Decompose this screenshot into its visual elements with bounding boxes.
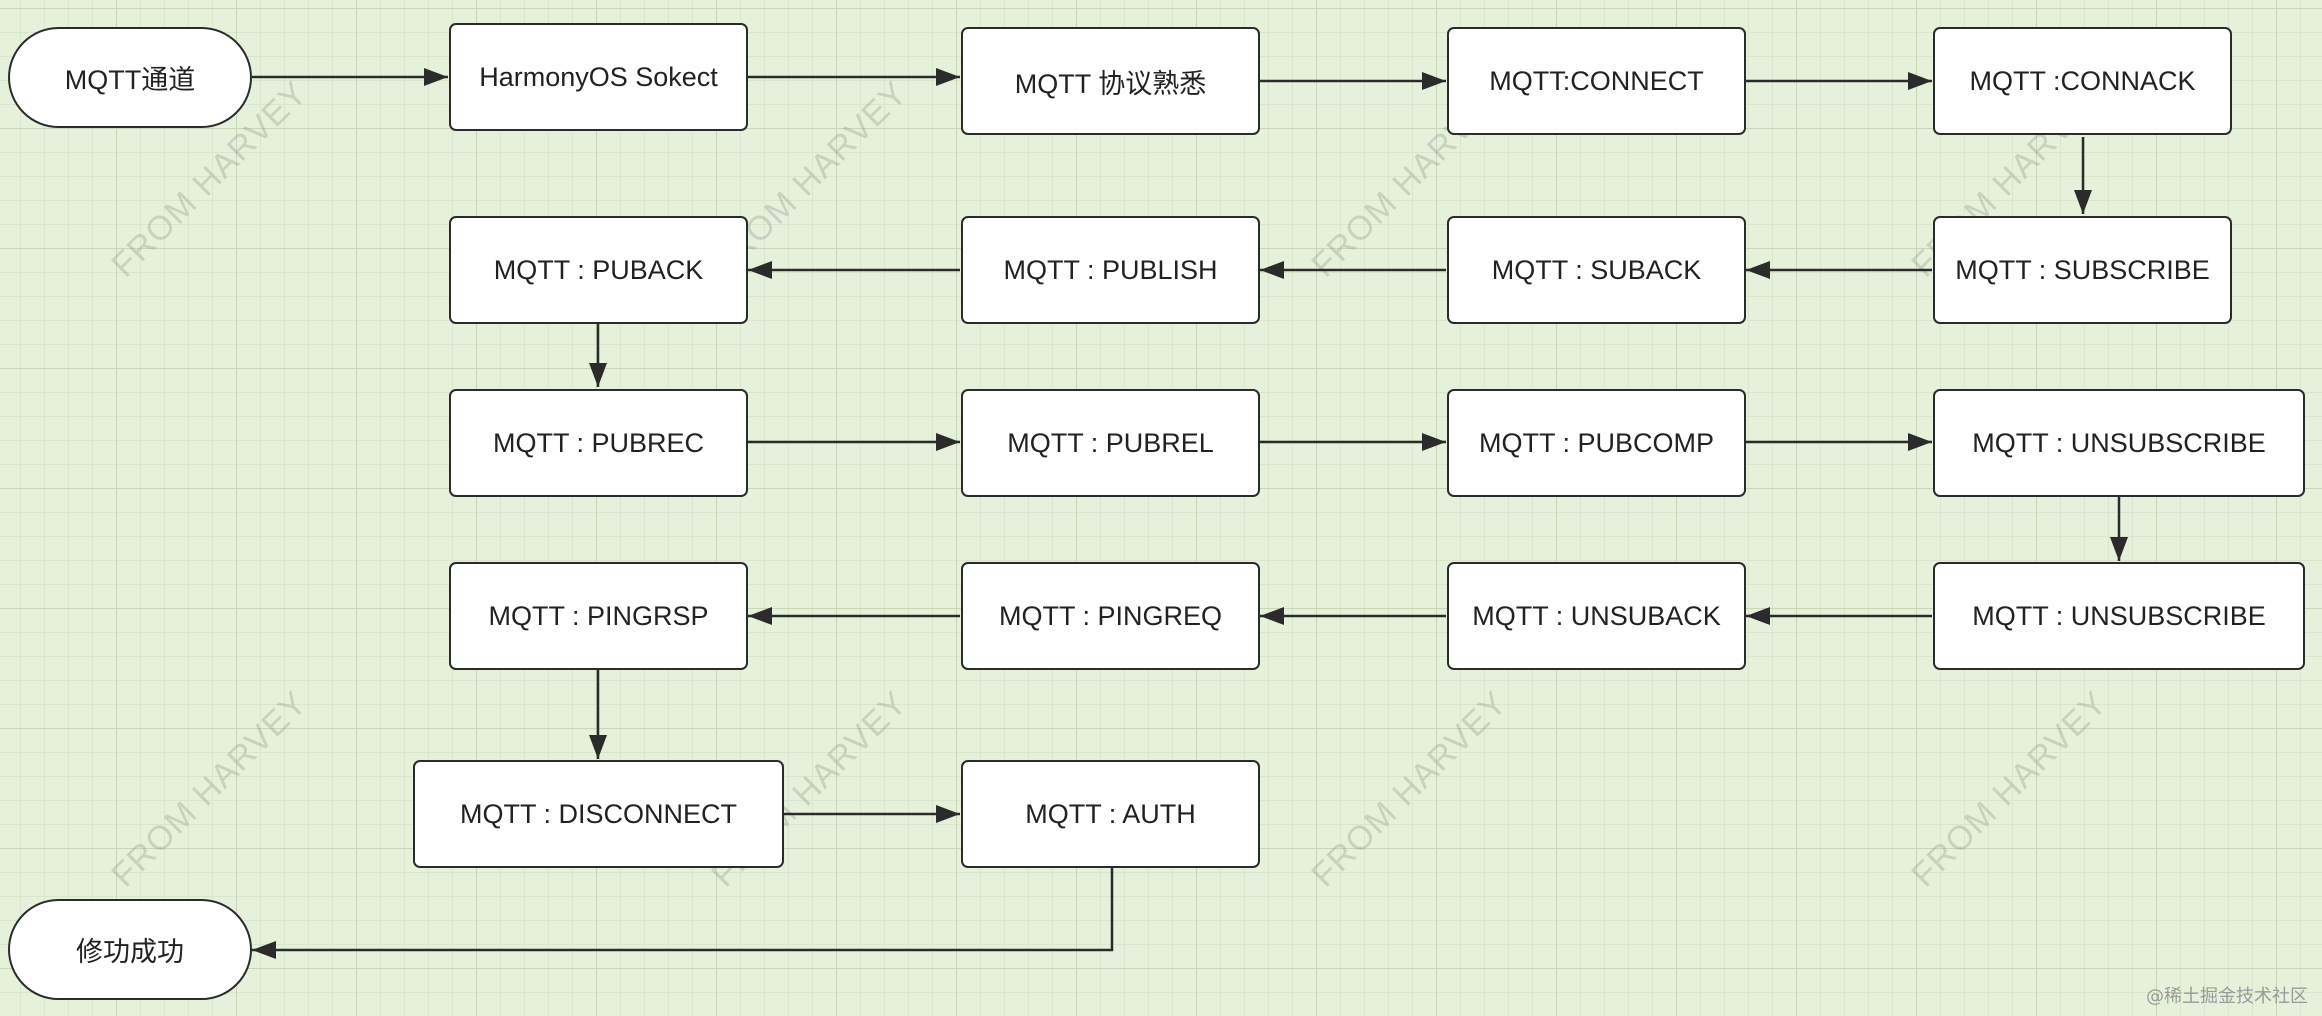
flow-node-pubrec[interactable]: MQTT : PUBREC — [449, 389, 748, 497]
flow-node-unsubscribe-2[interactable]: MQTT : UNSUBSCRIBE — [1933, 562, 2305, 670]
flow-node-pingreq[interactable]: MQTT : PINGREQ — [961, 562, 1260, 670]
flow-node-subscribe[interactable]: MQTT : SUBSCRIBE — [1933, 216, 2232, 324]
flow-node-puback[interactable]: MQTT : PUBACK — [449, 216, 748, 324]
flow-node-disconnect[interactable]: MQTT : DISCONNECT — [413, 760, 784, 868]
flow-node-connack[interactable]: MQTT :CONNACK — [1933, 27, 2232, 135]
flow-node-harmonyos-socket[interactable]: HarmonyOS Sokect — [449, 23, 748, 131]
flow-node-publish[interactable]: MQTT : PUBLISH — [961, 216, 1260, 324]
flow-node-connect[interactable]: MQTT:CONNECT — [1447, 27, 1746, 135]
flow-node-pubrel[interactable]: MQTT : PUBREL — [961, 389, 1260, 497]
flow-node-pingrsp[interactable]: MQTT : PINGRSP — [449, 562, 748, 670]
flow-node-mqtt-protocol[interactable]: MQTT 协议熟悉 — [961, 27, 1260, 135]
flow-node-pubcomp[interactable]: MQTT : PUBCOMP — [1447, 389, 1746, 497]
footer-credit: @稀土掘金技术社区 — [2146, 986, 2308, 1007]
flow-node-unsuback[interactable]: MQTT : UNSUBACK — [1447, 562, 1746, 670]
flow-node-suback[interactable]: MQTT : SUBACK — [1447, 216, 1746, 324]
connector-n18-n19 — [252, 868, 1114, 959]
flow-node-mqtt-channel[interactable]: MQTT通道 — [8, 27, 252, 128]
flow-node-end[interactable]: 修功成功 — [8, 899, 252, 1000]
flow-node-unsubscribe-1[interactable]: MQTT : UNSUBSCRIBE — [1933, 389, 2305, 497]
flow-node-auth[interactable]: MQTT : AUTH — [961, 760, 1260, 868]
